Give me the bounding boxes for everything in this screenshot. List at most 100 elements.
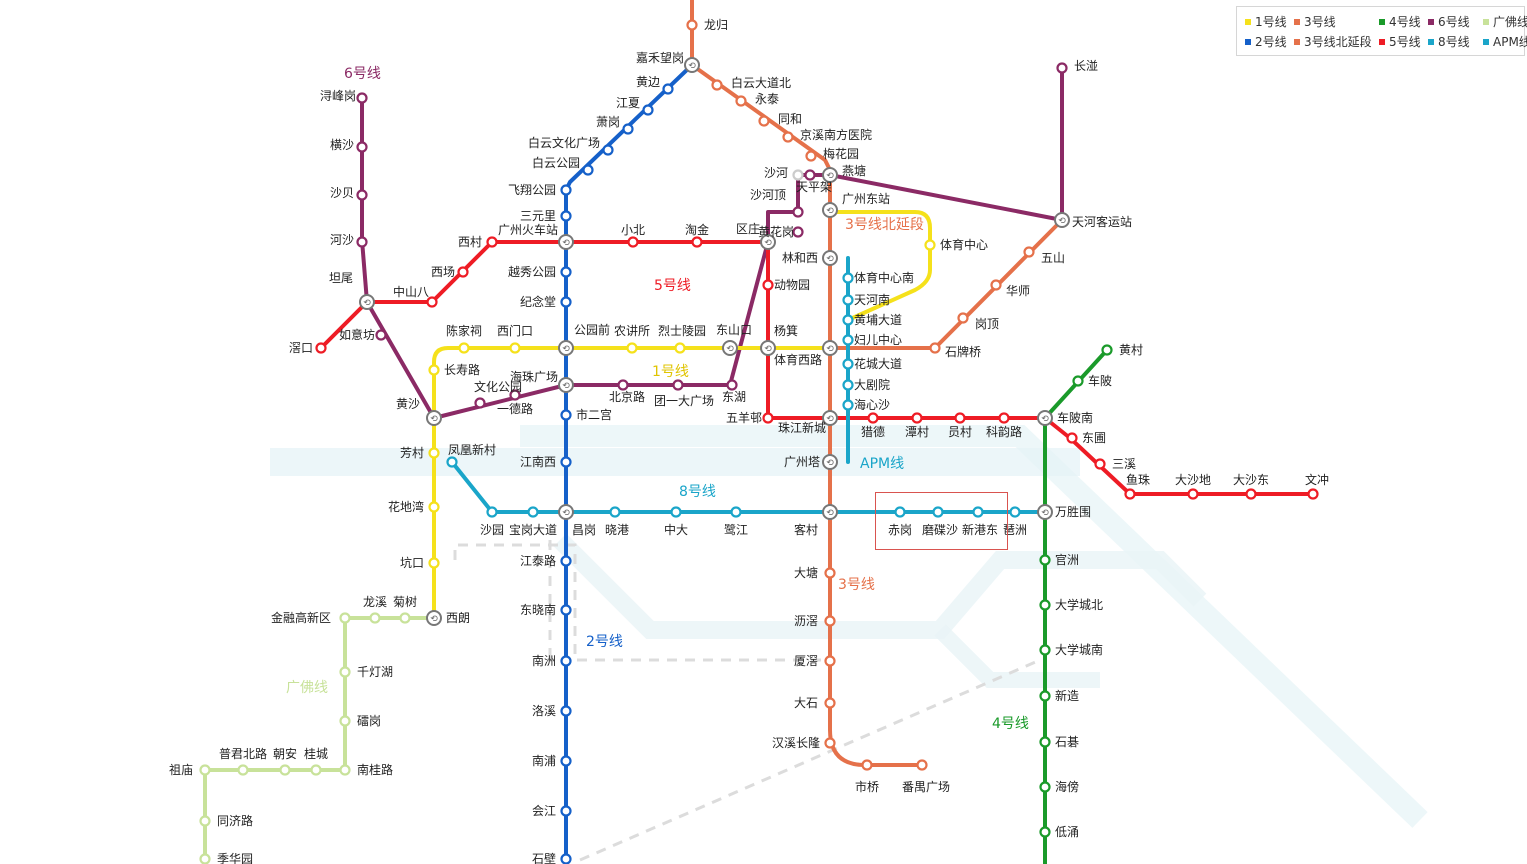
station-label[interactable]: 海傍 (1055, 779, 1079, 794)
station-dot[interactable] (527, 506, 539, 518)
station-label[interactable]: 新造 (1055, 688, 1079, 703)
station-label[interactable]: 五羊邨 (726, 410, 762, 425)
station-dot[interactable] (369, 612, 381, 624)
station-dot[interactable] (842, 379, 854, 391)
station-dot[interactable] (1023, 246, 1035, 258)
station-label[interactable]: 江夏 (616, 96, 640, 110)
interchange-icon[interactable]: ⟲ (822, 202, 838, 218)
station-label[interactable]: 东山口 (716, 323, 752, 337)
station-label[interactable]: 一德路 (497, 401, 533, 416)
station-label[interactable]: 海珠广场 (510, 369, 558, 384)
station-dot[interactable] (199, 815, 211, 827)
station-dot[interactable] (916, 759, 928, 771)
station-label[interactable]: 萧岗 (596, 115, 620, 129)
station-dot[interactable] (804, 169, 816, 181)
station-dot[interactable] (560, 184, 572, 196)
station-dot[interactable] (509, 342, 521, 354)
station-label[interactable]: 黄花岗 (758, 224, 794, 239)
interchange-icon[interactable]: ⟲ (760, 340, 776, 356)
station-label[interactable]: 中山八 (393, 284, 429, 299)
station-label[interactable]: 白云公园 (532, 155, 580, 170)
station-label[interactable]: 芳村 (400, 446, 424, 460)
station-dot[interactable] (560, 755, 572, 767)
station-label[interactable]: 南浦 (532, 753, 556, 768)
interchange-icon[interactable]: ⟲ (359, 294, 375, 310)
station-dot[interactable] (609, 506, 621, 518)
station-label[interactable]: 珠江新城 (778, 420, 826, 435)
station-dot[interactable] (805, 150, 817, 162)
station-label[interactable]: 三溪 (1112, 457, 1136, 471)
station-label[interactable]: 妇儿中心 (854, 332, 902, 347)
station-label[interactable]: 广州火车站 (498, 222, 558, 237)
station-dot[interactable] (339, 666, 351, 678)
station-dot[interactable] (509, 389, 521, 401)
station-dot[interactable] (1094, 458, 1106, 470)
station-dot[interactable] (1039, 554, 1051, 566)
station-label[interactable]: 黄埔大道 (854, 313, 902, 327)
station-dot[interactable] (824, 655, 836, 667)
station-label[interactable]: 石碁 (1055, 735, 1079, 749)
interchange-icon[interactable]: ⟲ (558, 504, 574, 520)
station-dot[interactable] (458, 342, 470, 354)
interchange-icon[interactable]: ⟲ (760, 234, 776, 250)
station-label[interactable]: 陈家祠 (446, 323, 482, 338)
interchange-icon[interactable]: ⟲ (684, 57, 700, 73)
station-label[interactable]: 东圃 (1082, 431, 1106, 445)
station-label[interactable]: 新港东 (962, 522, 998, 537)
station-label[interactable]: 厦滘 (794, 654, 818, 668)
station-dot[interactable] (627, 236, 639, 248)
station-label[interactable]: 西场 (431, 265, 455, 279)
station-dot[interactable] (954, 412, 966, 424)
station-dot[interactable] (279, 764, 291, 776)
interchange-icon[interactable]: ⟲ (1037, 410, 1053, 426)
interchange-icon[interactable]: ⟲ (822, 340, 838, 356)
station-dot[interactable] (990, 279, 1002, 291)
station-label[interactable]: 会江 (532, 804, 556, 818)
station-dot[interactable] (998, 412, 1010, 424)
station-dot[interactable] (792, 169, 804, 181)
station-label[interactable]: 沙园 (480, 523, 504, 537)
station-dot[interactable] (339, 612, 351, 624)
station-label[interactable]: 沥滘 (794, 614, 818, 628)
station-label[interactable]: 龙溪 (363, 595, 387, 609)
station-dot[interactable] (911, 412, 923, 424)
station-dot[interactable] (762, 279, 774, 291)
station-dot[interactable] (1039, 736, 1051, 748)
station-label[interactable]: 晓港 (605, 523, 629, 537)
station-label[interactable]: 潭村 (905, 425, 929, 439)
station-dot[interactable] (1066, 432, 1078, 444)
station-label[interactable]: 东晓南 (520, 602, 556, 617)
station-dot[interactable] (894, 506, 906, 518)
station-label[interactable]: 西朗 (446, 611, 470, 625)
station-dot[interactable] (932, 506, 944, 518)
station-label[interactable]: 低涌 (1055, 825, 1079, 839)
station-dot[interactable] (686, 19, 698, 31)
station-dot[interactable] (428, 501, 440, 513)
station-label[interactable]: 三元里 (520, 209, 556, 223)
station-label[interactable]: 祖庙 (169, 762, 193, 777)
station-dot[interactable] (1009, 506, 1021, 518)
station-label[interactable]: 纪念堂 (520, 294, 556, 309)
station-dot[interactable] (842, 272, 854, 284)
station-label[interactable]: 科韵路 (986, 424, 1022, 439)
station-dot[interactable] (1101, 344, 1113, 356)
station-dot[interactable] (861, 759, 873, 771)
station-label[interactable]: 大沙地 (1175, 473, 1211, 487)
station-label[interactable]: 动物园 (774, 278, 810, 292)
station-label[interactable]: 体育中心 (940, 237, 988, 252)
station-label[interactable]: 长寿路 (444, 362, 480, 377)
station-label[interactable]: 花城大道 (854, 356, 902, 371)
station-label[interactable]: 官洲 (1055, 552, 1079, 567)
station-label[interactable]: 菊树 (393, 594, 417, 609)
station-label[interactable]: 华师 (1006, 284, 1030, 298)
station-dot[interactable] (642, 104, 654, 116)
station-dot[interactable] (735, 95, 747, 107)
station-label[interactable]: 团一大广场 (654, 394, 714, 408)
station-dot[interactable] (842, 294, 854, 306)
station-label[interactable]: 农讲所 (614, 323, 650, 338)
station-label[interactable]: 沙贝 (330, 186, 354, 200)
station-label[interactable]: 天河客运站 (1072, 214, 1132, 229)
station-dot[interactable] (560, 655, 572, 667)
station-dot[interactable] (560, 805, 572, 817)
station-label[interactable]: 金融高新区 (271, 610, 331, 625)
